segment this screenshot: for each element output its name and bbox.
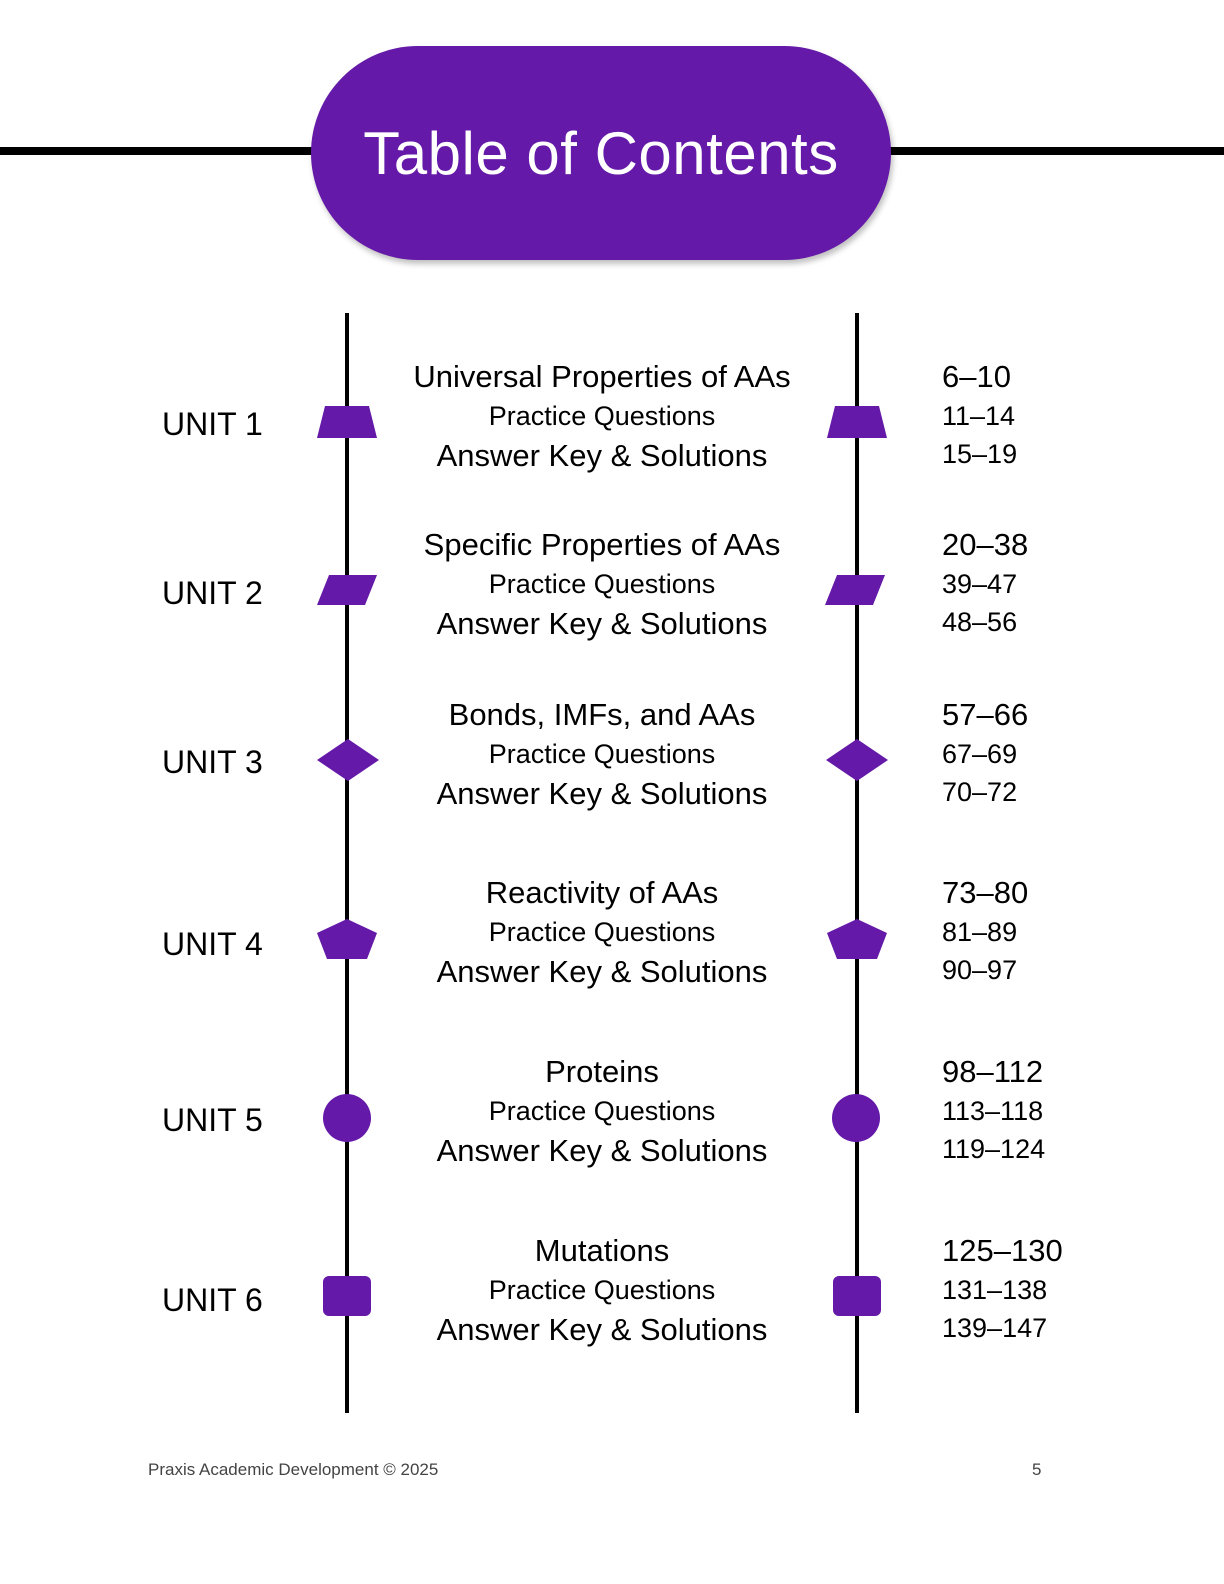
unit-4-pages: 73–80 81–89 90–97	[942, 873, 1028, 989]
timeline-right	[855, 313, 859, 1413]
diamond-icon	[825, 737, 889, 785]
unit-1-answers-pages: 15–19	[942, 439, 1018, 469]
circle-icon	[315, 1094, 379, 1142]
title-banner: Table of Contents	[311, 46, 891, 260]
unit-4-label: UNIT 4	[162, 926, 263, 962]
unit-6-pages: 125–130 131–138 139–147	[942, 1231, 1063, 1347]
unit-3-practice[interactable]: Practice Questions	[488, 739, 716, 769]
unit-3-answers-pages: 70–72	[942, 777, 1018, 807]
unit-1-answers[interactable]: Answer Key & Solutions	[436, 438, 768, 473]
unit-3-sections: Bonds, IMFs, and AAs Practice Questions …	[400, 695, 804, 815]
unit-2-answers-pages: 48–56	[942, 607, 1018, 637]
circle-icon	[824, 1094, 888, 1142]
unit-5-practice-pages: 113–118	[942, 1096, 1044, 1126]
unit-3-answers[interactable]: Answer Key & Solutions	[436, 776, 768, 811]
trapezoid-icon	[315, 402, 379, 450]
unit-5-label: UNIT 5	[162, 1102, 263, 1138]
pentagon-icon	[315, 915, 379, 963]
unit-5-pages: 98–112 113–118 119–124	[942, 1052, 1045, 1168]
unit-5-topic[interactable]: Proteins	[545, 1054, 659, 1089]
diamond-icon	[316, 737, 380, 785]
unit-2-practice-pages: 39–47	[942, 569, 1018, 599]
unit-2-topic-pages: 20–38	[942, 527, 1029, 562]
unit-4-sections: Reactivity of AAs Practice Questions Ans…	[400, 873, 804, 993]
unit-6-label: UNIT 6	[162, 1282, 263, 1318]
unit-6-answers[interactable]: Answer Key & Solutions	[436, 1312, 768, 1347]
unit-3-practice-pages: 67–69	[942, 739, 1018, 769]
unit-3-label: UNIT 3	[162, 744, 263, 780]
unit-5-sections: Proteins Practice Questions Answer Key &…	[400, 1052, 804, 1172]
unit-4-topic-pages: 73–80	[942, 875, 1029, 910]
footer-page-number: 5	[1032, 1460, 1042, 1479]
unit-3-topic[interactable]: Bonds, IMFs, and AAs	[448, 697, 756, 732]
rounded-square-icon	[825, 1274, 889, 1322]
unit-2-answers[interactable]: Answer Key & Solutions	[436, 606, 768, 641]
unit-4-answers-pages: 90–97	[942, 955, 1018, 985]
unit-4-practice[interactable]: Practice Questions	[488, 917, 716, 947]
unit-6-practice[interactable]: Practice Questions	[488, 1275, 716, 1305]
parallelogram-icon	[315, 571, 379, 619]
unit-5-practice[interactable]: Practice Questions	[488, 1096, 716, 1126]
unit-1-topic-pages: 6–10	[942, 359, 1011, 394]
header-rule-left	[0, 147, 320, 155]
unit-2-practice[interactable]: Practice Questions	[488, 569, 716, 599]
unit-1-practice-pages: 11–14	[942, 401, 1016, 431]
rounded-square-icon	[315, 1274, 379, 1322]
unit-2-pages: 20–38 39–47 48–56	[942, 525, 1028, 641]
unit-3-pages: 57–66 67–69 70–72	[942, 695, 1028, 811]
timeline-left	[345, 313, 349, 1413]
unit-1-pages: 6–10 11–14 15–19	[942, 357, 1017, 473]
trapezoid-icon	[825, 402, 889, 450]
unit-2-topic[interactable]: Specific Properties of AAs	[423, 527, 781, 562]
unit-6-topic[interactable]: Mutations	[534, 1233, 670, 1268]
unit-1-practice[interactable]: Practice Questions	[488, 401, 716, 431]
unit-6-topic-pages: 125–130	[942, 1233, 1063, 1268]
unit-2-sections: Specific Properties of AAs Practice Ques…	[400, 525, 804, 645]
unit-6-practice-pages: 131–138	[942, 1275, 1048, 1305]
unit-1-sections: Universal Properties of AAs Practice Que…	[400, 357, 804, 477]
unit-4-answers[interactable]: Answer Key & Solutions	[436, 954, 768, 989]
unit-5-answers-pages: 119–124	[942, 1134, 1046, 1164]
unit-4-topic[interactable]: Reactivity of AAs	[485, 875, 719, 910]
parallelogram-icon	[823, 571, 887, 619]
unit-6-sections: Mutations Practice Questions Answer Key …	[400, 1231, 804, 1351]
header-rule-right	[890, 147, 1224, 155]
pentagon-icon	[825, 915, 889, 963]
unit-3-topic-pages: 57–66	[942, 697, 1029, 732]
unit-2-label: UNIT 2	[162, 575, 263, 611]
unit-5-answers[interactable]: Answer Key & Solutions	[436, 1133, 768, 1168]
page-title: Table of Contents	[363, 119, 839, 187]
unit-1-topic[interactable]: Universal Properties of AAs	[413, 359, 791, 394]
footer-copyright: Praxis Academic Development © 2025	[148, 1460, 439, 1479]
unit-1-label: UNIT 1	[162, 406, 263, 442]
unit-4-practice-pages: 81–89	[942, 917, 1018, 947]
unit-5-topic-pages: 98–112	[942, 1054, 1044, 1089]
unit-6-answers-pages: 139–147	[942, 1313, 1048, 1343]
